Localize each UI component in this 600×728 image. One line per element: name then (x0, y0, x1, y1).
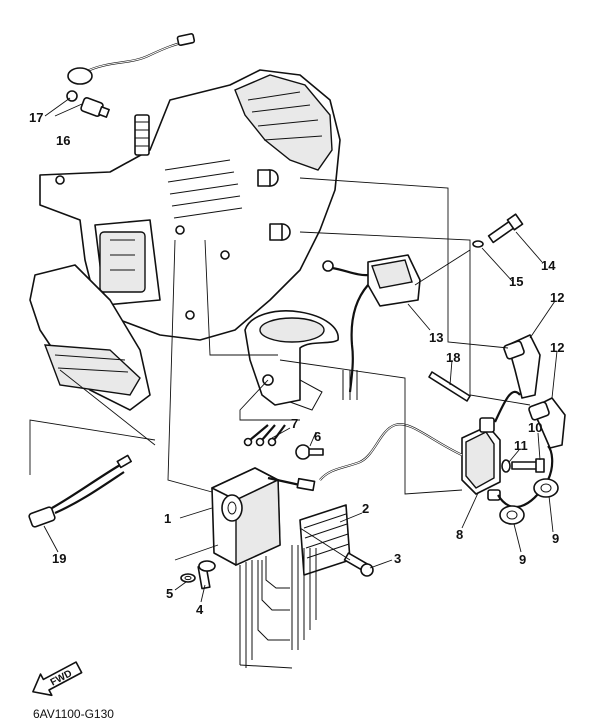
callout-4: 4 (196, 602, 204, 617)
callout-18: 18 (446, 350, 460, 365)
callout-11: 11 (514, 438, 528, 453)
grommet-part-9-left (499, 505, 525, 525)
cable-tie-part-18 (428, 371, 471, 402)
callout-17: 17 (29, 110, 43, 125)
assembly-lines (29, 177, 531, 561)
grommet-part-9-right (533, 478, 559, 498)
washer-part-11 (501, 459, 511, 473)
sender-wire-part-17 (66, 33, 196, 102)
fwd-arrow-icon: FWD (32, 661, 83, 697)
callout-13: 13 (429, 330, 443, 345)
callout-2: 2 (362, 501, 369, 516)
screw-part-3 (343, 552, 374, 577)
callout-10: 10 (528, 420, 542, 435)
washer-part-5 (180, 573, 196, 583)
bolt-part-6 (295, 444, 324, 460)
callout-leaders (43, 97, 558, 603)
diagram-code: 6AV1100-G130 (33, 707, 114, 721)
callout-15: 15 (509, 274, 523, 289)
sensor-part-16 (80, 97, 110, 118)
terminal-strip-part-2 (291, 504, 351, 650)
callout-1: 1 (164, 511, 171, 526)
callout-8: 8 (456, 527, 463, 542)
callout-12-lower: 12 (550, 340, 564, 355)
cdi-unit-part-1 (211, 467, 316, 669)
callout-16: 16 (56, 133, 70, 148)
callout-3: 3 (394, 551, 401, 566)
plug-cap-part-12-upper (503, 334, 541, 399)
callout-9-right: 9 (552, 531, 559, 546)
callout-labels: 1 2 3 4 5 6 7 8 9 9 10 11 12 12 13 14 15… (29, 110, 564, 617)
washer-part-15 (472, 240, 484, 248)
connectors-part-7 (243, 424, 286, 447)
callout-6: 6 (314, 429, 321, 444)
fwd-label: FWD (49, 668, 74, 688)
bolt-part-10 (511, 458, 545, 473)
callout-9-left: 9 (519, 552, 526, 567)
callout-14: 14 (541, 258, 556, 273)
ignition-coil-part-8 (319, 390, 554, 508)
bolt-part-14 (487, 213, 524, 244)
rectifier-part-13 (322, 254, 421, 400)
callout-7: 7 (291, 416, 298, 431)
callout-19: 19 (52, 551, 66, 566)
engine-block (29, 69, 341, 411)
callout-5: 5 (166, 586, 173, 601)
sensor-part-19 (28, 454, 132, 528)
callout-12-upper: 12 (550, 290, 564, 305)
bolt-part-4 (197, 560, 216, 590)
stator-bracket (244, 310, 339, 411)
